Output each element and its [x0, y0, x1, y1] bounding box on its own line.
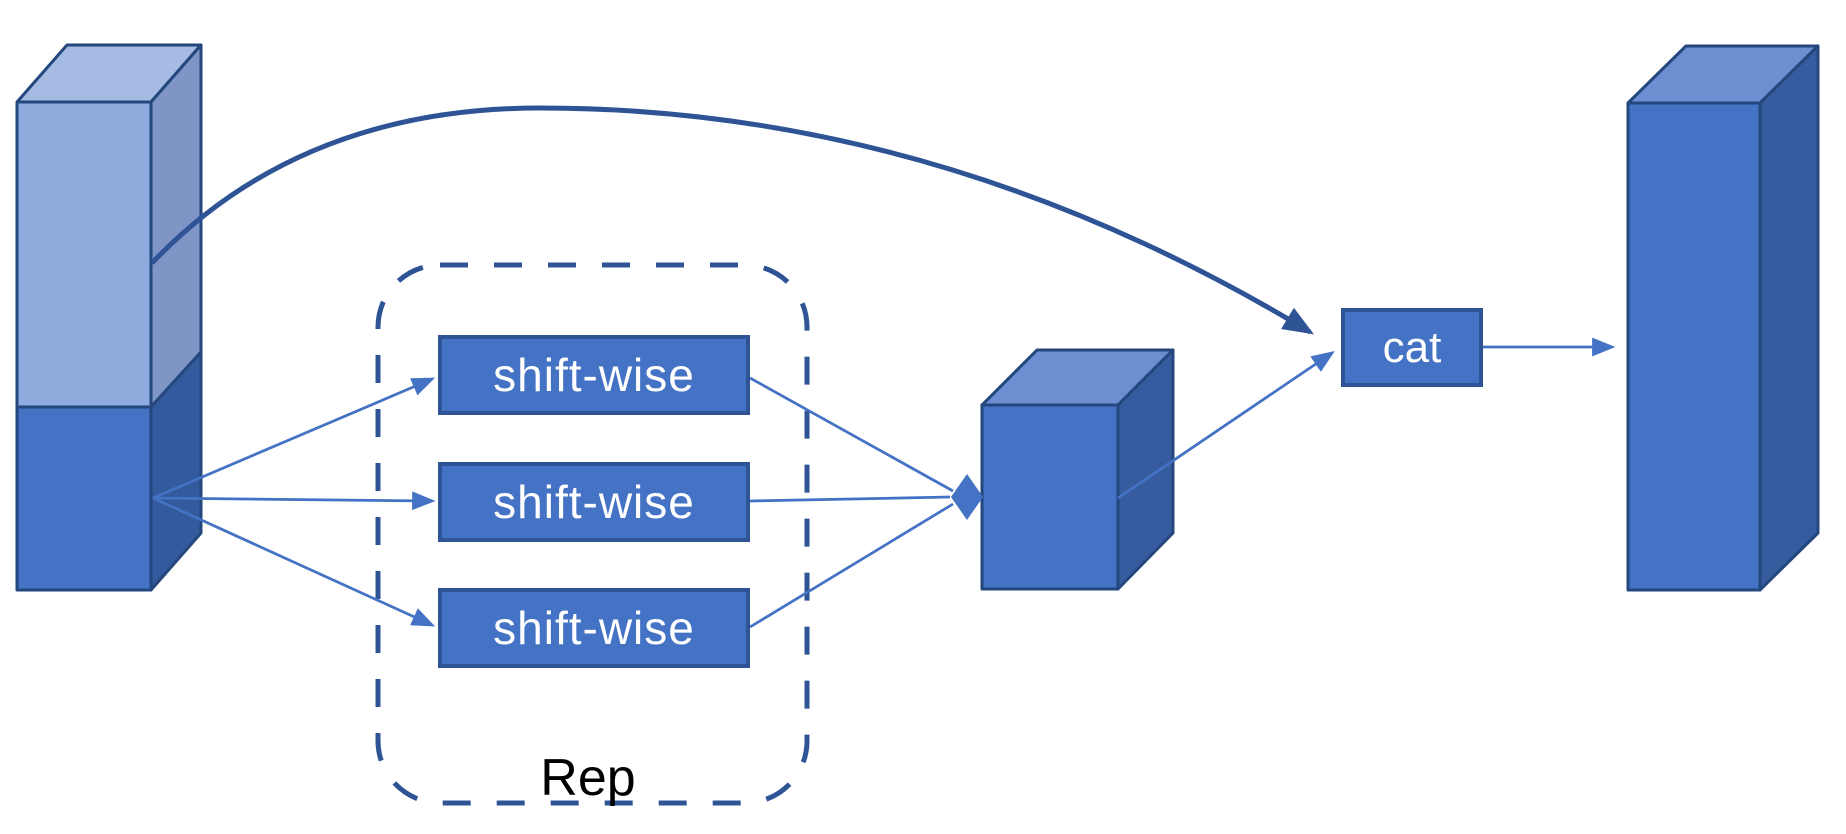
rep-group-label: Rep	[540, 749, 636, 807]
concat-block: cat	[1341, 308, 1483, 387]
arrow-input-to-shiftwise-3	[152, 496, 436, 627]
shift-wise-block-2: shift-wise	[438, 462, 750, 542]
input-tensor-front-upper-face	[15, 100, 153, 409]
output-tensor-side-face	[1758, 44, 1820, 592]
shift-wise-label-1: shift-wise	[493, 349, 695, 401]
diamond-arrowhead-icon	[951, 474, 983, 520]
input-tensor-front-lower-face	[15, 405, 153, 592]
input-tensor-3d-box-icon	[15, 43, 203, 592]
shift-wise-block-3: shift-wise	[438, 588, 750, 668]
output-tensor-front-face	[1626, 101, 1762, 592]
arrow-input-to-shiftwise-1	[152, 377, 436, 500]
output-tensor-3d-box-icon	[1626, 44, 1820, 592]
arrow-input-to-shiftwise-2	[152, 491, 436, 511]
shift-wise-label-2: shift-wise	[493, 476, 695, 528]
line-shiftwise-1-to-cube	[749, 376, 954, 493]
skip-connection-curved-arrow-icon	[150, 105, 1314, 335]
cube-front-face	[980, 403, 1120, 591]
line-shiftwise-2-to-cube	[749, 495, 951, 503]
shift-wise-block-1: shift-wise	[438, 335, 750, 415]
rep-group-dashed-border	[375, 262, 810, 806]
line-shiftwise-3-to-cube	[749, 502, 954, 629]
concat-label: cat	[1382, 322, 1442, 372]
intermediate-tensor-3d-cube-icon	[980, 348, 1175, 591]
shift-wise-label-3: shift-wise	[493, 602, 695, 654]
arrow-cube-to-cat	[1117, 351, 1335, 500]
